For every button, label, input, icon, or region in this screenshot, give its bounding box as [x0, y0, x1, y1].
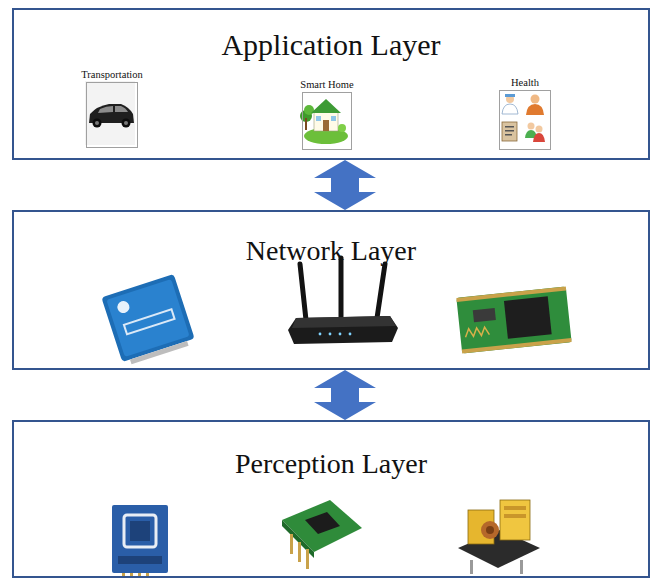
car-icon-part — [122, 119, 131, 128]
router-part — [339, 333, 342, 336]
health-icon-part — [502, 122, 517, 141]
health-icon-part — [506, 95, 514, 103]
health-icon-part — [533, 133, 545, 142]
icon-frame: Transportation — [86, 82, 138, 148]
car-icon — [85, 81, 135, 145]
relay-part — [504, 514, 526, 518]
house-icon-part — [311, 99, 341, 113]
block-arrow — [314, 370, 376, 420]
xbee-module-part — [116, 300, 131, 315]
health-icon-part — [505, 134, 512, 136]
router-part — [300, 264, 306, 320]
bluetooth-module-part — [456, 286, 571, 353]
icon-label: Health — [511, 77, 539, 89]
health-icon-part — [528, 123, 535, 130]
perception-layer-box: Perception Layer — [12, 420, 650, 578]
router-part — [349, 333, 352, 336]
router-part — [377, 264, 385, 318]
xbee-module — [101, 274, 196, 367]
router — [288, 258, 398, 344]
relay-part — [470, 560, 473, 574]
xbee-module-part — [101, 274, 194, 362]
relay-part — [500, 500, 530, 540]
sensor-pcb-part — [282, 500, 362, 552]
house-icon-part — [314, 112, 338, 131]
router-part — [329, 333, 332, 336]
relay-part — [486, 526, 494, 534]
house-icon-part — [331, 116, 336, 121]
house-icon-part — [338, 124, 346, 132]
bluetooth-module-part — [473, 308, 496, 322]
car-icon-part — [98, 106, 113, 113]
house-icon-part — [323, 120, 329, 131]
car-icon-part — [85, 81, 135, 145]
bluetooth-module-part — [465, 327, 490, 337]
car-icon-part — [124, 121, 128, 125]
car-icon-part — [115, 106, 128, 112]
health-icon — [502, 94, 545, 142]
rfid-board — [112, 505, 168, 578]
sensor-pcb — [282, 500, 362, 569]
relay — [458, 500, 540, 574]
rfid-board-part — [130, 521, 150, 541]
xbee-module-part — [125, 311, 173, 333]
icon-label: Smart Home — [300, 79, 353, 91]
router-part — [288, 316, 398, 344]
car-icon-part — [95, 121, 99, 125]
rfid-board-part — [118, 556, 162, 564]
health-icon-part — [505, 126, 514, 128]
icon-frame: Health — [499, 90, 551, 150]
sensor-pcb-part — [305, 512, 340, 534]
icon-label: Transportation — [81, 69, 142, 81]
health-icon-part — [505, 130, 514, 132]
rfid-board-part — [112, 505, 168, 573]
xbee-module-part — [130, 341, 189, 364]
layer-title: Network Layer — [14, 236, 648, 267]
health-icon-part — [531, 95, 540, 104]
relay-part — [504, 506, 526, 510]
house-icon — [300, 99, 348, 144]
application-layer-box: Application LayerTransportationSmart Hom… — [12, 8, 650, 160]
bluetooth-module-part — [504, 296, 552, 338]
bluetooth-module-part — [456, 286, 566, 301]
house-icon-part — [316, 116, 321, 121]
sensor-pcb-part — [306, 549, 309, 569]
bluetooth-module-part — [462, 338, 572, 353]
sensor-pcb-part — [298, 542, 301, 562]
health-icon-part — [526, 104, 544, 115]
layer-title: Application Layer — [14, 28, 648, 61]
house-icon-part — [305, 118, 307, 130]
house-icon-part — [304, 105, 314, 115]
relay-part — [520, 560, 523, 574]
relay-part — [481, 521, 499, 539]
layer-title: Perception Layer — [14, 449, 648, 480]
health-icon-part — [536, 126, 543, 133]
sensor-pcb-part — [290, 534, 293, 554]
block-arrow — [314, 160, 376, 210]
health-icon-part — [505, 94, 515, 97]
xbee-module-part — [123, 308, 176, 335]
icon-frame: Smart Home — [302, 92, 352, 150]
network-layer-box: Network Layer — [12, 210, 650, 370]
router-part — [339, 258, 344, 318]
health-icon-part — [502, 104, 518, 114]
bluetooth-module — [456, 286, 571, 353]
car-icon-part — [93, 119, 102, 128]
router-part — [292, 316, 396, 328]
rfid-board-part — [124, 515, 156, 547]
router-part — [319, 333, 322, 336]
